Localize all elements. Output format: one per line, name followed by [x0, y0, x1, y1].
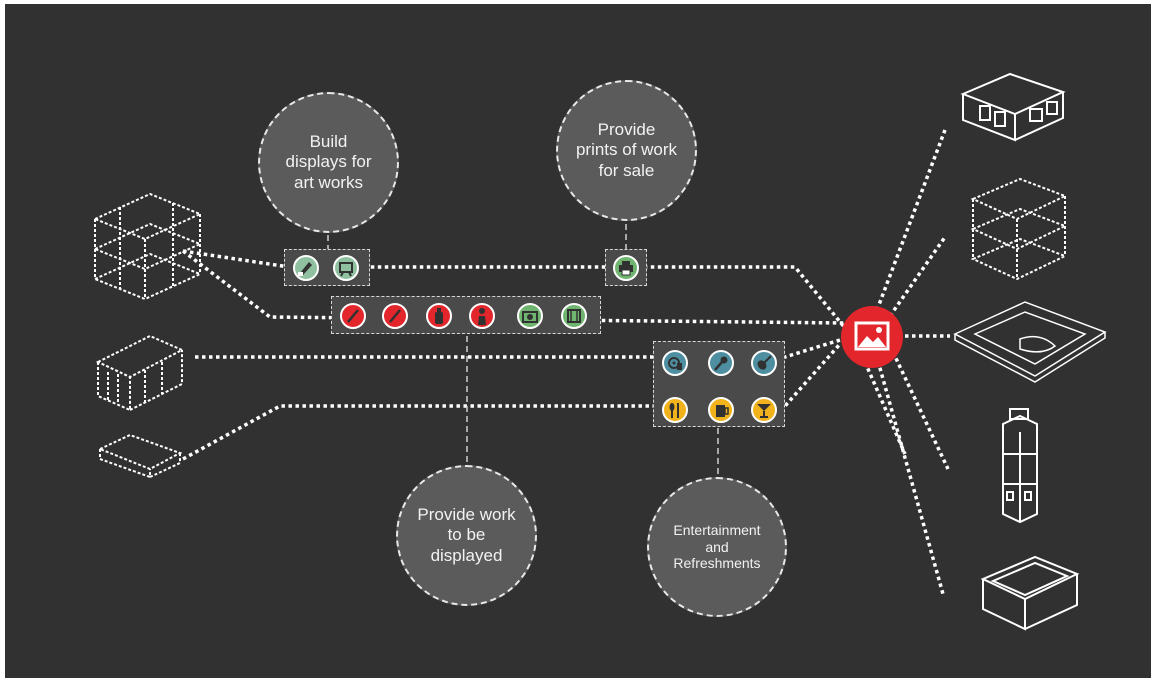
group-entertainment: [653, 341, 785, 427]
box-building-icon: [980, 555, 1080, 631]
paintbrush-icon: [340, 303, 366, 329]
bubble-provide-work-label: Provide work to be displayed: [417, 504, 516, 565]
bubble-provide-prints: Provide prints of work for sale: [556, 80, 697, 221]
group-display-tools: [284, 249, 370, 286]
saw-icon: [293, 255, 319, 281]
building-low-icon: [97, 433, 183, 479]
microphone-icon: [708, 350, 734, 376]
building-block-icon: [95, 334, 185, 412]
camera-icon: [517, 303, 543, 329]
dj-icon: [662, 350, 688, 376]
sculpture-icon: [469, 303, 495, 329]
bubble-provide-prints-label: Provide prints of work for sale: [575, 119, 678, 180]
violin-icon: [751, 350, 777, 376]
line-hub-5: [876, 360, 945, 595]
building-frame-icon: [92, 192, 203, 301]
floor-plan-icon: [953, 301, 1107, 383]
pencil-icon: [382, 303, 408, 329]
line-hub-6: [863, 361, 907, 455]
line-hub-2: [888, 236, 947, 317]
house-icon: [960, 72, 1066, 142]
line-hub-4: [891, 351, 950, 470]
group-work-tools: [331, 296, 601, 334]
spray-can-icon: [426, 303, 452, 329]
diagram-canvas: Build displays for art works Provide pri…: [5, 4, 1151, 678]
cocktail-icon: [751, 397, 777, 423]
image-icon: [854, 321, 890, 351]
film-icon: [561, 303, 587, 329]
image-hub: [841, 306, 903, 368]
bubble-entertainment-label: Entertainment and Refreshments: [673, 521, 761, 572]
bubble-build-displays-label: Build displays for art works: [285, 131, 372, 192]
bubble-entertainment: Entertainment and Refreshments: [647, 477, 787, 617]
food-icon: [662, 397, 688, 423]
printer-icon: [613, 255, 639, 281]
easel-icon: [333, 255, 359, 281]
tower-icon: [1002, 408, 1038, 524]
bubble-provide-work: Provide work to be displayed: [396, 465, 537, 606]
beer-icon: [708, 397, 734, 423]
building-frame-icon: [970, 177, 1068, 281]
bubble-build-displays: Build displays for art works: [258, 92, 399, 233]
group-print-tools: [605, 249, 647, 286]
line-work-input: [181, 249, 846, 325]
line-hub-1: [875, 129, 947, 311]
line-display-input: [182, 249, 847, 330]
